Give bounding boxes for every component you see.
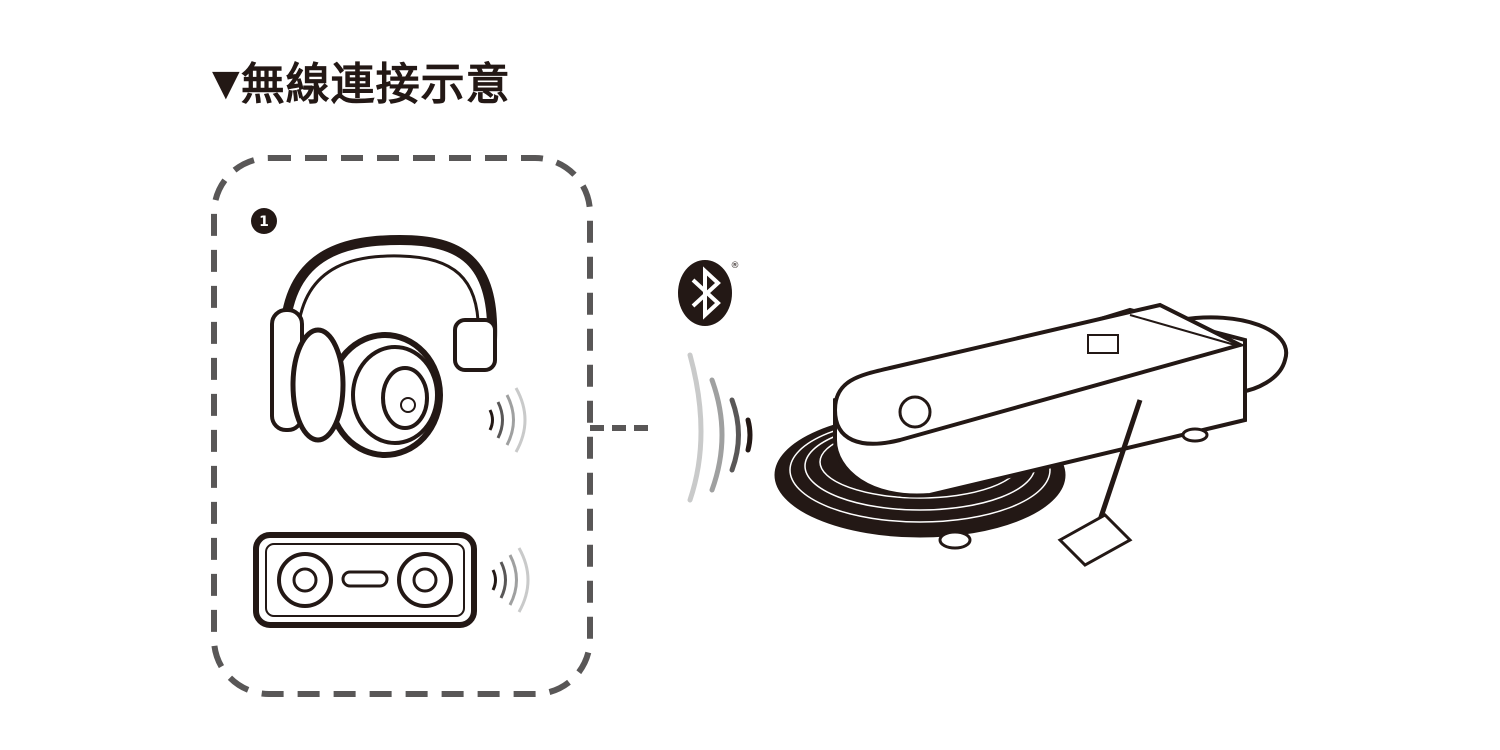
bluetooth-speaker-icon — [253, 532, 477, 628]
triangle-marker: ▼ — [212, 63, 241, 104]
registered-mark: ® — [731, 261, 740, 271]
number-badge: 1 — [251, 208, 277, 234]
diagram-title: ▼無線連接示意 — [212, 48, 511, 112]
bluetooth-icon: ® — [678, 260, 740, 326]
wireless-waves-icon — [488, 387, 527, 453]
diagram-title-text: 無線連接示意 — [240, 59, 511, 110]
headphones-icon — [270, 234, 498, 458]
wireless-waves-icon — [687, 352, 753, 503]
badge-number: 1 — [259, 214, 269, 230]
wireless-waves-icon — [491, 547, 530, 613]
portable-turntable-icon — [774, 302, 1289, 567]
